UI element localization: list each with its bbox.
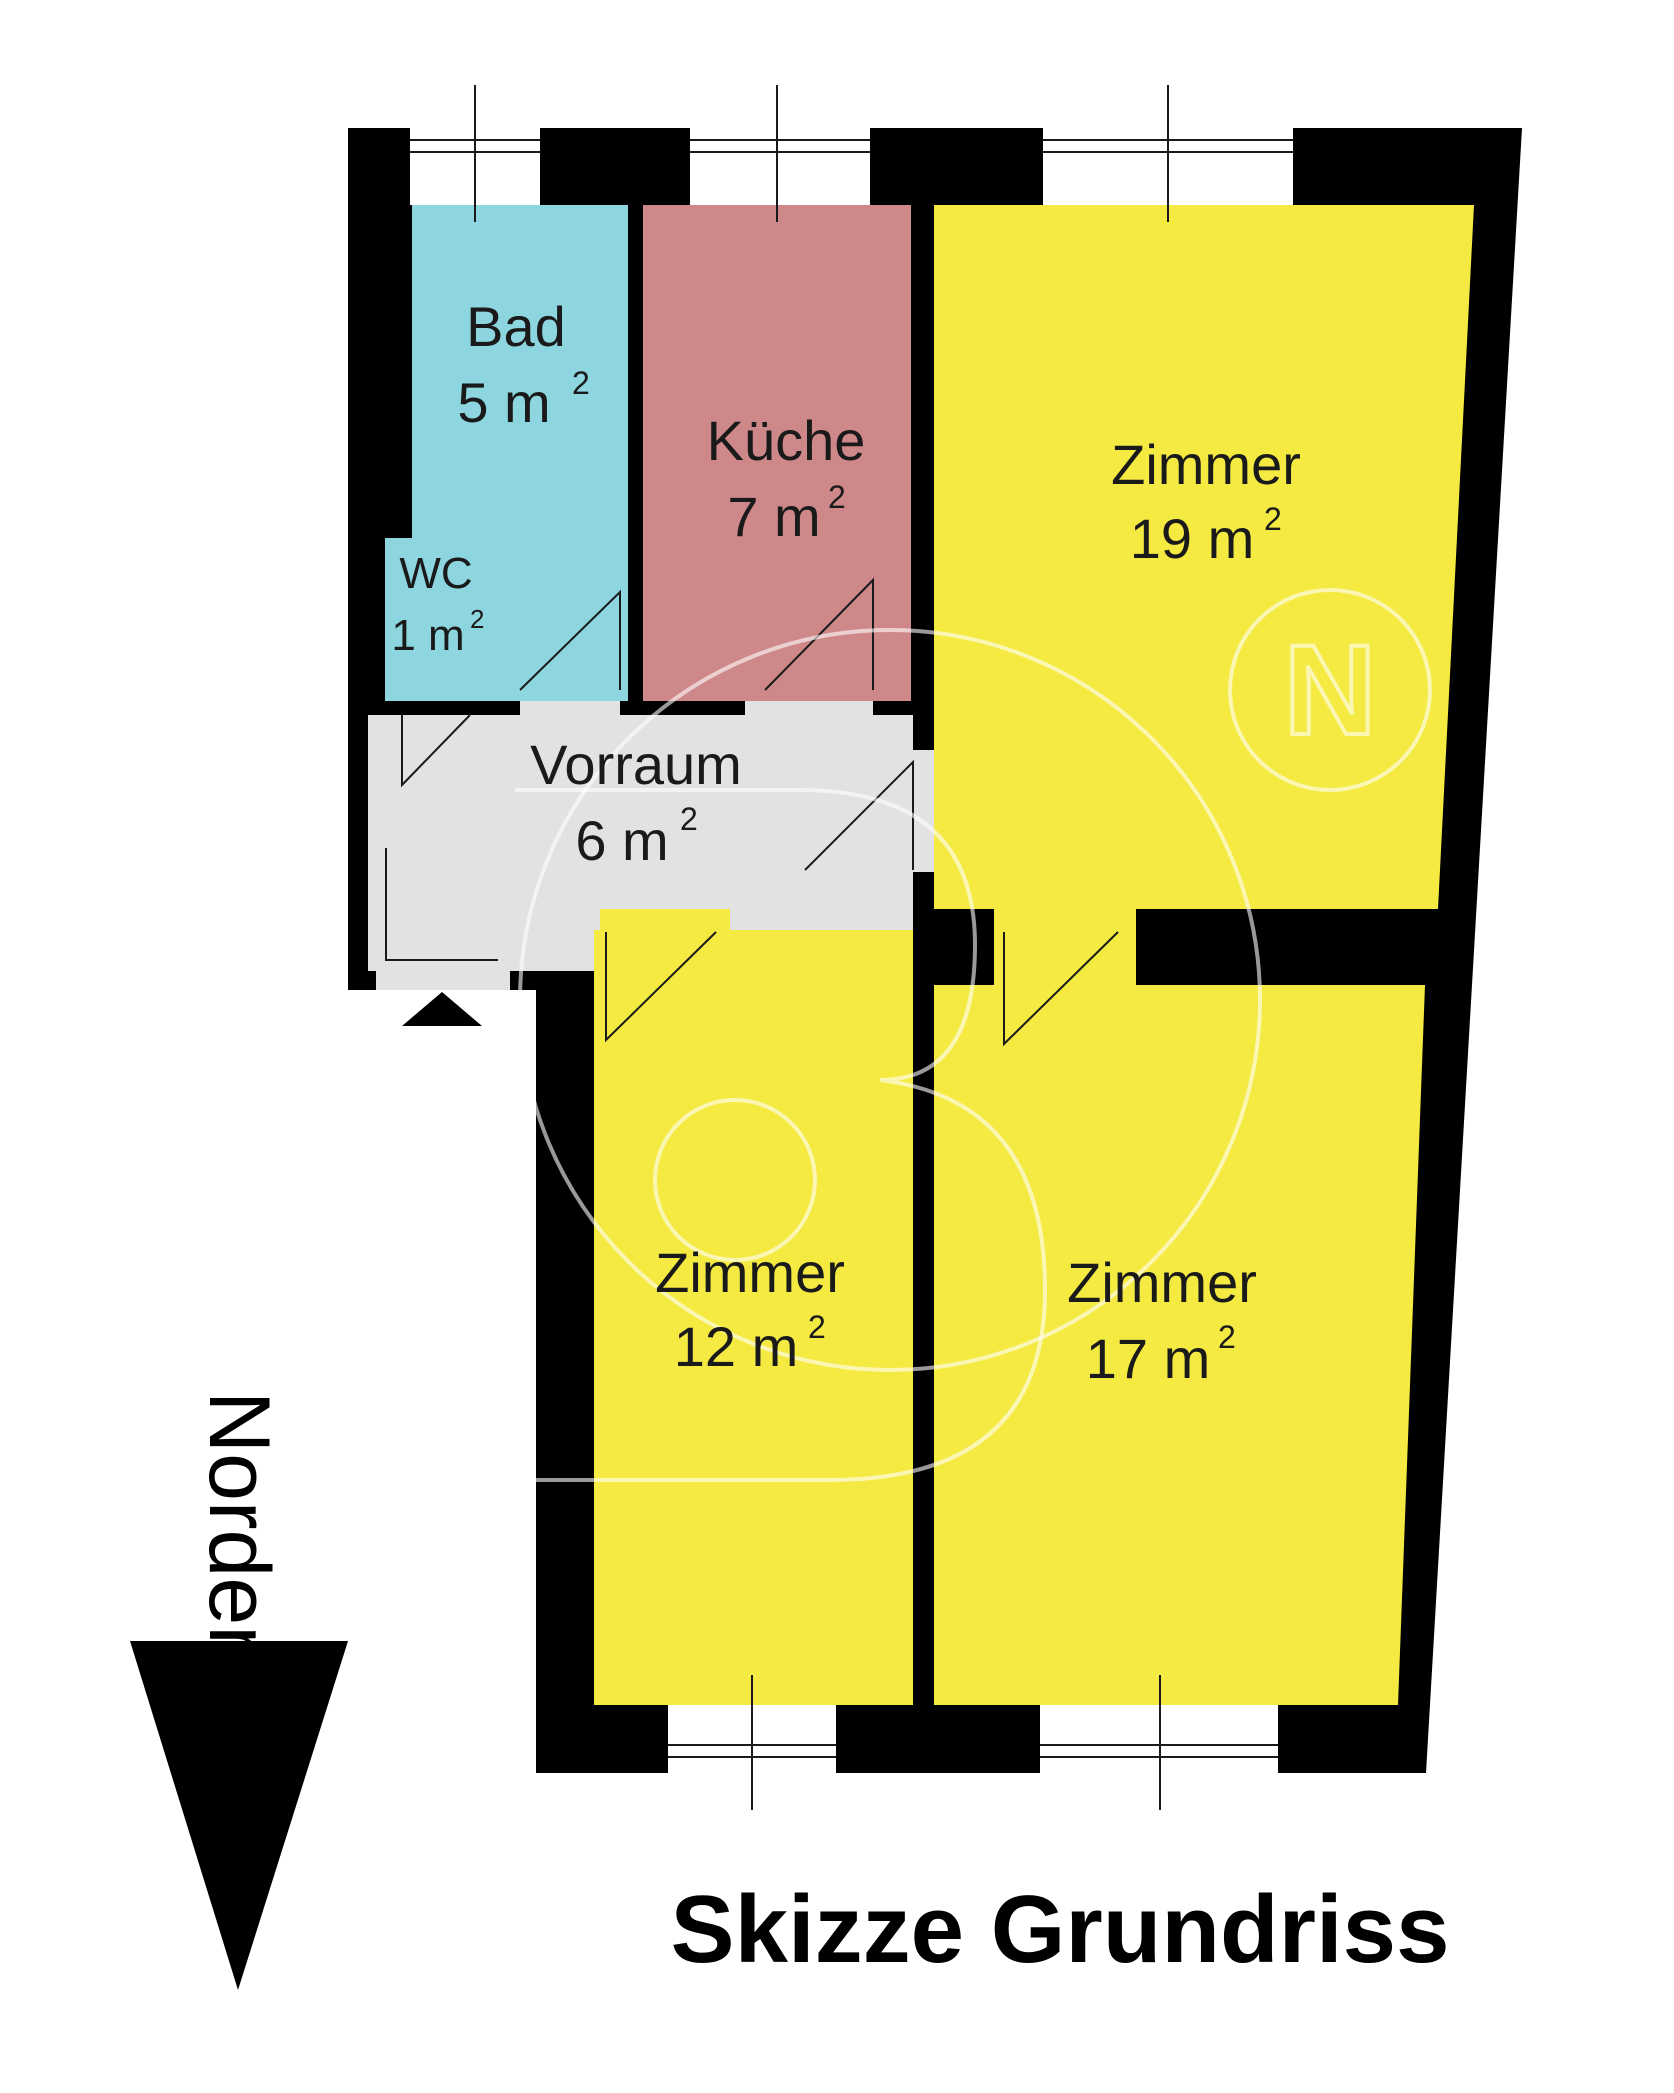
label-kueche: Küche 7 m 2 bbox=[707, 409, 866, 548]
door-swings bbox=[385, 577, 1119, 1047]
room-area-zimmer-12: 12 m bbox=[674, 1315, 799, 1378]
room-area-zimmer-19: 19 m bbox=[1130, 507, 1255, 570]
room-floor-wc bbox=[385, 538, 501, 701]
room-area-sup-wc: 2 bbox=[470, 604, 484, 634]
room-floor-zimmer-17 bbox=[934, 985, 1425, 1705]
room-area-sup-zimmer-12: 2 bbox=[808, 1309, 826, 1345]
room-area-bad: 5 m bbox=[457, 371, 550, 434]
room-area-wc: 1 m bbox=[391, 611, 464, 660]
compass-label: Norden bbox=[191, 1391, 287, 1673]
door-opening-zimmer-17 bbox=[994, 909, 1136, 985]
room-area-kueche: 7 m bbox=[727, 485, 820, 548]
room-area-vorraum: 6 m bbox=[575, 809, 668, 872]
room-area-sup-kueche: 2 bbox=[828, 479, 846, 515]
entrance-arrow-icon bbox=[402, 992, 482, 1026]
room-area-zimmer-17: 17 m bbox=[1086, 1327, 1211, 1390]
door-opening-kueche bbox=[745, 701, 873, 715]
label-zimmer-17: Zimmer 17 m 2 bbox=[1067, 1251, 1257, 1390]
page-title: Skizze Grundriss bbox=[671, 1876, 1450, 1983]
label-vorraum: Vorraum 6 m 2 bbox=[530, 733, 742, 872]
north-arrow-icon bbox=[130, 1641, 348, 1990]
watermark-letter: N bbox=[1284, 619, 1376, 762]
room-area-sup-zimmer-19: 2 bbox=[1264, 501, 1282, 537]
label-wc: WC 1 m 2 bbox=[391, 549, 484, 660]
room-name-zimmer-19: Zimmer bbox=[1111, 433, 1301, 496]
entrance-opening bbox=[376, 971, 510, 990]
room-name-wc: WC bbox=[399, 549, 472, 598]
room-area-sup-zimmer-17: 2 bbox=[1218, 1319, 1236, 1355]
room-name-kueche: Küche bbox=[707, 409, 866, 472]
windows-bottom bbox=[668, 1675, 1278, 1810]
room-name-zimmer-12: Zimmer bbox=[655, 1241, 845, 1304]
door-opening-zimmer-12 bbox=[600, 909, 730, 930]
room-floor-kueche bbox=[643, 205, 911, 701]
windows-top bbox=[410, 85, 1293, 222]
wall-between-lower bbox=[913, 930, 934, 1705]
door-opening-zimmer-19 bbox=[913, 750, 934, 872]
room-area-sup-bad: 2 bbox=[572, 365, 590, 401]
label-bad: Bad 5 m 2 bbox=[457, 295, 589, 434]
door-opening-bad bbox=[520, 701, 620, 715]
room-name-bad: Bad bbox=[466, 295, 566, 358]
label-zimmer-12: Zimmer 12 m 2 bbox=[655, 1241, 845, 1378]
watermark-logo: N bbox=[515, 588, 1432, 1482]
label-zimmer-19: Zimmer 19 m 2 bbox=[1111, 433, 1301, 570]
room-area-sup-vorraum: 2 bbox=[680, 801, 698, 837]
room-floor-zimmer-12 bbox=[594, 930, 913, 1705]
room-name-vorraum: Vorraum bbox=[530, 733, 742, 796]
room-floor-zimmer-19 bbox=[934, 205, 1474, 909]
room-name-zimmer-17: Zimmer bbox=[1067, 1251, 1257, 1314]
